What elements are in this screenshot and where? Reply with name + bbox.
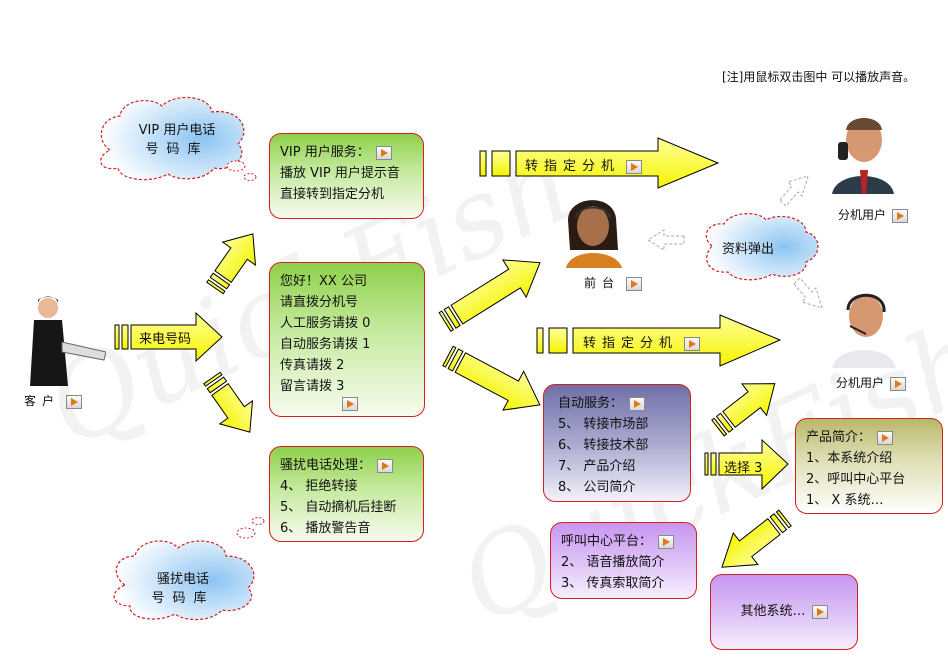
customer-figure (26, 290, 106, 390)
transfer-top-text: 转指定分机 (525, 159, 621, 174)
vip-cloud-line2: 号码库 (145, 142, 209, 157)
auto-line: 6、 转接技术部 (558, 438, 649, 453)
callcenter-title: 呼叫中心平台： (561, 534, 653, 549)
speaker-play-icon[interactable] (892, 208, 909, 223)
greeting-speaker-row (280, 397, 414, 412)
front-desk-figure (560, 190, 630, 268)
callcenter-line: 2、 语音播放简介 (561, 555, 665, 570)
product-intro-box: 产品简介： 1、本系统介绍 2、呼叫中心平台 1、 X 系统… (795, 418, 943, 514)
greeting-line: 留言请拨 3 (280, 379, 345, 394)
product-title: 产品简介： (806, 430, 872, 445)
arrow-to-harass (203, 371, 254, 433)
speaker-play-icon[interactable] (877, 430, 894, 445)
ext-user-mid-figure (828, 286, 898, 368)
arrow-to-auto-service (442, 345, 541, 411)
speaker-play-icon[interactable] (626, 276, 643, 291)
speaker-play-icon[interactable] (629, 396, 646, 411)
arrow-to-callcenter (721, 509, 792, 568)
ext-user-top-figure-svg (832, 118, 894, 194)
speaker-play-icon[interactable] (377, 458, 394, 473)
data-popup-cloud (705, 213, 819, 281)
harass-cloud-line2: 号码库 (151, 591, 215, 606)
vip-service-title-row: VIP 用户服务： (280, 142, 413, 163)
greeting-line: 人工服务请拨 0 (280, 316, 371, 331)
vip-service-line: 直接转到指定分机 (280, 187, 385, 202)
speaker-play-icon[interactable] (626, 159, 643, 174)
callcenter-line: 3、 传真索取简介 (561, 576, 665, 591)
greeting-line: 传真请拨 2 (280, 358, 345, 373)
note-label: [注]用鼠标双击图中 可以播放声音。 (722, 70, 916, 84)
callcenter-box: 呼叫中心平台： 2、 语音播放简介 3、 传真索取简介 (550, 522, 697, 599)
choose3-label: 选择 3 (724, 461, 763, 476)
auto-line: 5、 转接市场部 (558, 417, 649, 432)
callcenter-title-row: 呼叫中心平台： (561, 531, 686, 552)
vip-service-line: 播放 VIP 用户提示音 (280, 166, 400, 181)
incoming-label: 来电号码 (139, 332, 192, 347)
speaker-play-icon[interactable] (658, 534, 675, 549)
harass-line: 6、 播放警告音 (280, 521, 371, 536)
customer-label: 客户 (24, 394, 61, 408)
product-line: 1、本系统介绍 (806, 451, 893, 466)
harass-title-row: 骚扰电话处理： (280, 455, 413, 476)
harass-cloud-text: 骚扰电话 号码库 (138, 570, 228, 608)
speaker-play-icon[interactable] (342, 397, 358, 411)
transfer-mid-text: 转指定分机 (583, 336, 679, 351)
product-title-row: 产品简介： (806, 427, 932, 448)
product-line: 2、呼叫中心平台 (806, 472, 906, 487)
speaker-play-icon[interactable] (890, 376, 907, 391)
speaker-play-icon[interactable] (375, 145, 392, 160)
vip-cloud-line1: VIP 用户电话 (138, 123, 216, 138)
popup-arrows (647, 175, 823, 309)
greeting-line: 您好！XX 公司 (280, 274, 367, 289)
vip-service-title: VIP 用户服务： (280, 145, 370, 160)
harass-number-db-cloud (113, 517, 265, 621)
harass-cloud-line1: 骚扰电话 (156, 572, 209, 587)
incoming-arrow (114, 311, 223, 363)
transfer-mid-label: 转指定分机 (583, 332, 701, 351)
auto-title-row: 自动服务： (558, 393, 680, 414)
front-desk-label-row: 前台 (584, 274, 643, 291)
arrow-to-frontdesk (438, 259, 541, 333)
other-systems-box: 其他系统… (710, 574, 858, 650)
ext-user-mid-figure-svg (832, 293, 896, 368)
harass-line: 4、 拒绝转接 (280, 479, 358, 494)
transfer-arrow-top (479, 137, 720, 189)
speaker-play-icon[interactable] (811, 604, 828, 619)
front-desk-figure-svg (566, 200, 622, 268)
greeting-line: 请直拨分机号 (280, 295, 359, 310)
greeting-box: 您好！XX 公司 请直拨分机号 人工服务请拨 0 自动服务请拨 1 传真请拨 2… (269, 262, 425, 417)
ext-user-mid-label: 分机用户 (836, 376, 885, 390)
speaker-play-icon[interactable] (66, 394, 83, 409)
arrow-to-vip (206, 233, 257, 295)
ext-user-top-label: 分机用户 (838, 208, 887, 222)
customer-figure-svg (30, 296, 106, 386)
vip-service-box: VIP 用户服务： 播放 VIP 用户提示音 直接转到指定分机 (269, 133, 424, 219)
front-desk-label: 前台 (584, 276, 621, 290)
note-text: [注]用鼠标双击图中 可以播放声音。 (722, 68, 915, 85)
harass-title: 骚扰电话处理： (280, 458, 372, 473)
transfer-top-label: 转指定分机 (525, 155, 643, 174)
vip-cloud-text: VIP 用户电话 号码库 (122, 121, 232, 159)
auto-line: 8、 公司简介 (558, 480, 636, 495)
ext-user-mid-label-row: 分机用户 (836, 374, 907, 391)
product-line: 1、 X 系统… (806, 493, 884, 508)
greeting-line: 自动服务请拨 1 (280, 337, 371, 352)
customer-label-row: 客户 (24, 392, 83, 409)
vip-number-db-cloud (100, 96, 257, 181)
harass-handling-box: 骚扰电话处理： 4、 拒绝转接 5、 自动摘机后挂断 6、 播放警告音 (269, 446, 424, 542)
other-systems-label: 其他系统… (740, 604, 806, 619)
arrow-to-ext-user (711, 383, 776, 437)
auto-title: 自动服务： (558, 396, 624, 411)
popup-cloud-text: 资料弹出 (722, 242, 775, 257)
speaker-play-icon[interactable] (684, 336, 701, 351)
auto-line: 7、 产品介绍 (558, 459, 636, 474)
choose3-arrow (704, 438, 789, 491)
ext-user-top-figure (830, 108, 896, 194)
auto-service-box: 自动服务： 5、 转接市场部 6、 转接技术部 7、 产品介绍 8、 公司简介 (543, 384, 691, 502)
harass-line: 5、 自动摘机后挂断 (280, 500, 397, 515)
ext-user-top-label-row: 分机用户 (838, 206, 909, 223)
transfer-arrow-mid (536, 314, 782, 367)
